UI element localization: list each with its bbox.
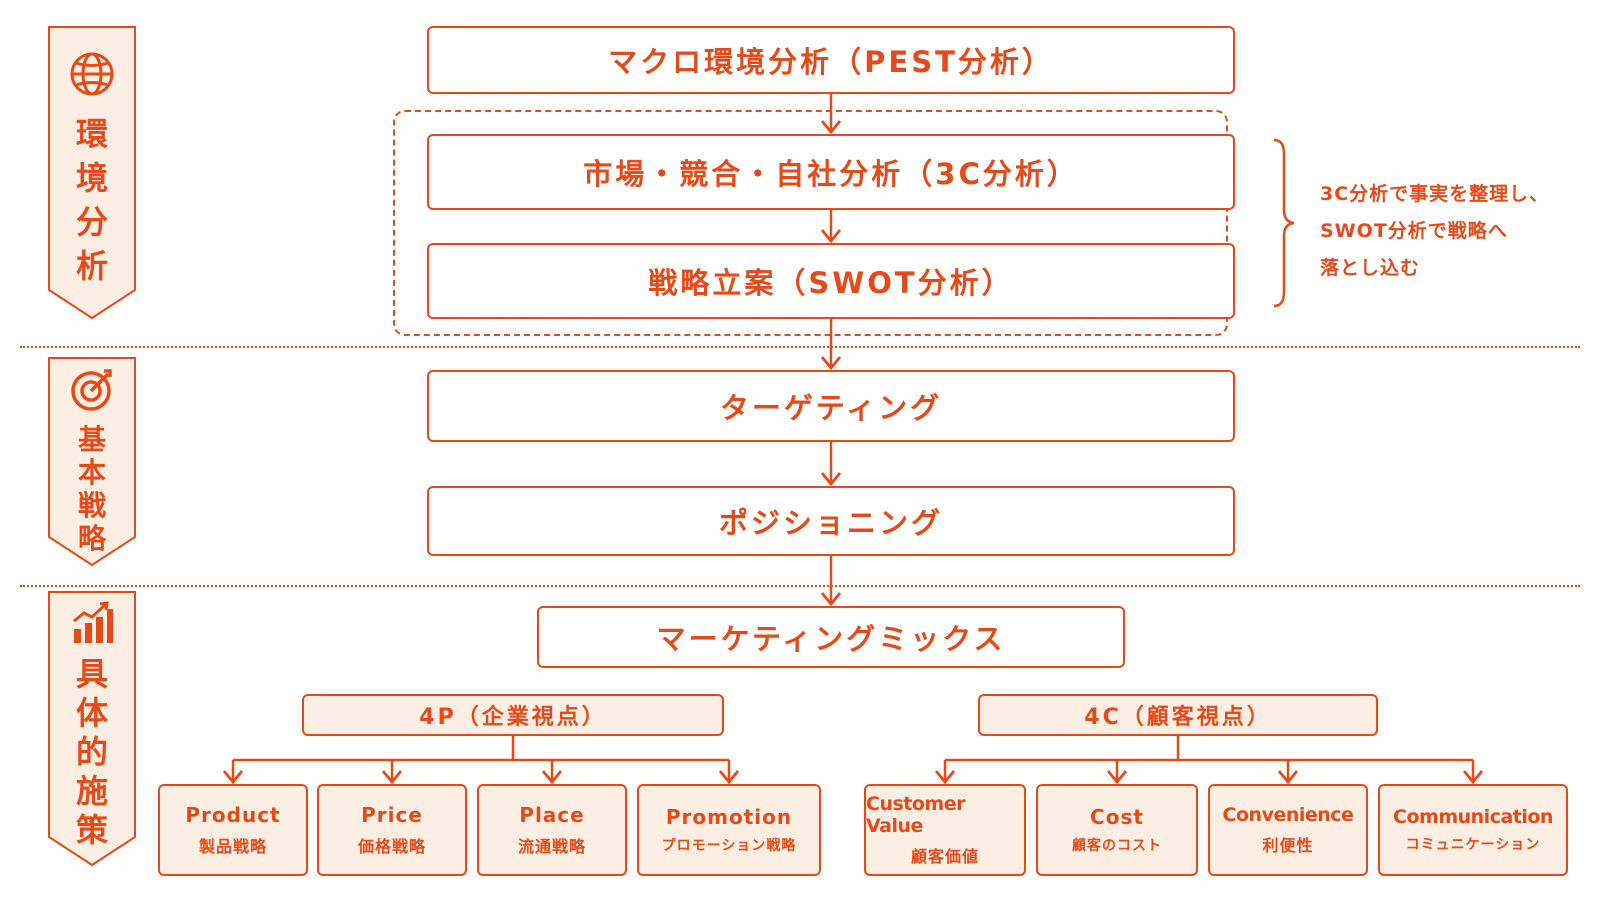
leaf-subtitle: 顧客のコスト xyxy=(1072,838,1162,854)
stage-label-char: 的 xyxy=(75,733,108,771)
stage-basic-strategy: 基本戦略 xyxy=(48,357,136,567)
stage-label-char: 具 xyxy=(75,655,108,693)
4p-place-box: Place 流通戦略 xyxy=(477,784,627,876)
4p-category-box: 4P（企業視点） xyxy=(302,694,724,736)
stage-banner-shape xyxy=(48,357,136,567)
stage-banner-shape xyxy=(48,26,136,320)
target-icon xyxy=(71,369,112,411)
stage-label-char: 策 xyxy=(75,811,108,849)
4p-product-box: Product 製品戦略 xyxy=(158,784,308,876)
4c-convenience-box: Convenience 利便性 xyxy=(1208,784,1368,876)
stage-label-char: 戦 xyxy=(77,489,106,522)
growth-chart-icon xyxy=(73,601,113,643)
leaf-title: Communication xyxy=(1393,806,1553,828)
leaf-subtitle: 利便性 xyxy=(1262,836,1314,855)
leaf-title: Convenience xyxy=(1222,804,1354,826)
arrow-head xyxy=(820,229,842,244)
leaf-title: Promotion xyxy=(665,805,793,829)
globe-icon xyxy=(70,52,114,96)
stage-label-char: 基 xyxy=(77,423,106,456)
leaf-subtitle: 顧客価値 xyxy=(910,847,979,866)
stage-banner-shape xyxy=(48,591,136,867)
analysis-note: 3C分析で事実を整理し、 SWOT分析で戦略へ 落とし込む xyxy=(1320,176,1549,287)
stage-label: 環境分析 xyxy=(48,112,136,288)
note-line: 落とし込む xyxy=(1320,257,1421,279)
4c-customer-value-box: Customer Value 顧客価値 xyxy=(864,784,1026,876)
stage-label-char: 境 xyxy=(75,159,108,197)
arrow-head xyxy=(820,592,842,607)
targeting-box: ターゲティング xyxy=(427,370,1235,442)
leaf-title: Product xyxy=(185,803,281,827)
stage-label: 基本戦略 xyxy=(48,423,136,555)
arrow-head xyxy=(1277,770,1299,785)
stage-divider xyxy=(20,585,1580,587)
leaf-subtitle: コミュニケーション xyxy=(1405,837,1541,853)
stage-label-char: 施 xyxy=(75,772,108,810)
arrow-head xyxy=(1462,770,1484,785)
4c-communication-box: Communication コミュニケーション xyxy=(1378,784,1568,876)
arrow-head xyxy=(541,770,563,785)
4p-price-box: Price 価格戦略 xyxy=(317,784,467,876)
note-brace xyxy=(1273,138,1295,308)
stage-label-char: 分 xyxy=(75,203,108,241)
leaf-title: Customer Value xyxy=(866,793,965,837)
arrow-head xyxy=(820,472,842,487)
arrow-head xyxy=(820,356,842,371)
4p-promotion-box: Promotion プロモーション戦略 xyxy=(637,784,821,876)
leaf-subtitle: 製品戦略 xyxy=(198,837,267,856)
leaf-title: Price xyxy=(361,803,423,827)
arrow-head xyxy=(222,770,244,785)
leaf-title: Cost xyxy=(1090,805,1144,829)
stage-label-char: 環 xyxy=(75,115,108,153)
4c-category-box: 4C（顧客視点） xyxy=(978,694,1378,736)
stage-concrete-measures: 具体的施策 xyxy=(48,591,136,867)
leaf-subtitle: 価格戦略 xyxy=(357,837,426,856)
arrow-head xyxy=(1106,770,1128,785)
4c-cost-box: Cost 顧客のコスト xyxy=(1036,784,1198,876)
stage-environment-analysis: 環境分析 xyxy=(48,26,136,320)
arrow-head xyxy=(381,770,403,785)
leaf-title: Place xyxy=(519,803,585,827)
3c-analysis-box: 市場・競合・自社分析（3C分析） xyxy=(427,134,1235,210)
stage-label-char: 体 xyxy=(75,694,108,732)
stage-label: 具体的施策 xyxy=(48,655,136,850)
arrow-head xyxy=(934,770,956,785)
stage-divider xyxy=(20,346,1580,348)
stage-label-char: 本 xyxy=(77,456,106,489)
marketing-mix-box: マーケティングミックス xyxy=(537,606,1125,668)
arrow-head xyxy=(718,770,740,785)
swot-analysis-box: 戦略立案（SWOT分析） xyxy=(427,243,1235,319)
note-line: 3C分析で事実を整理し、 xyxy=(1320,183,1550,205)
analysis-group-frame xyxy=(393,110,1228,336)
positioning-box: ポジショニング xyxy=(427,486,1235,556)
leaf-subtitle: プロモーション戦略 xyxy=(661,838,797,854)
pest-analysis-box: マクロ環境分析（PEST分析） xyxy=(427,26,1235,94)
note-line: SWOT分析で戦略へ xyxy=(1320,220,1508,242)
stage-label-char: 析 xyxy=(75,247,108,285)
stage-label-char: 略 xyxy=(77,522,106,555)
arrow-head xyxy=(820,120,842,135)
leaf-subtitle: 流通戦略 xyxy=(517,837,586,856)
